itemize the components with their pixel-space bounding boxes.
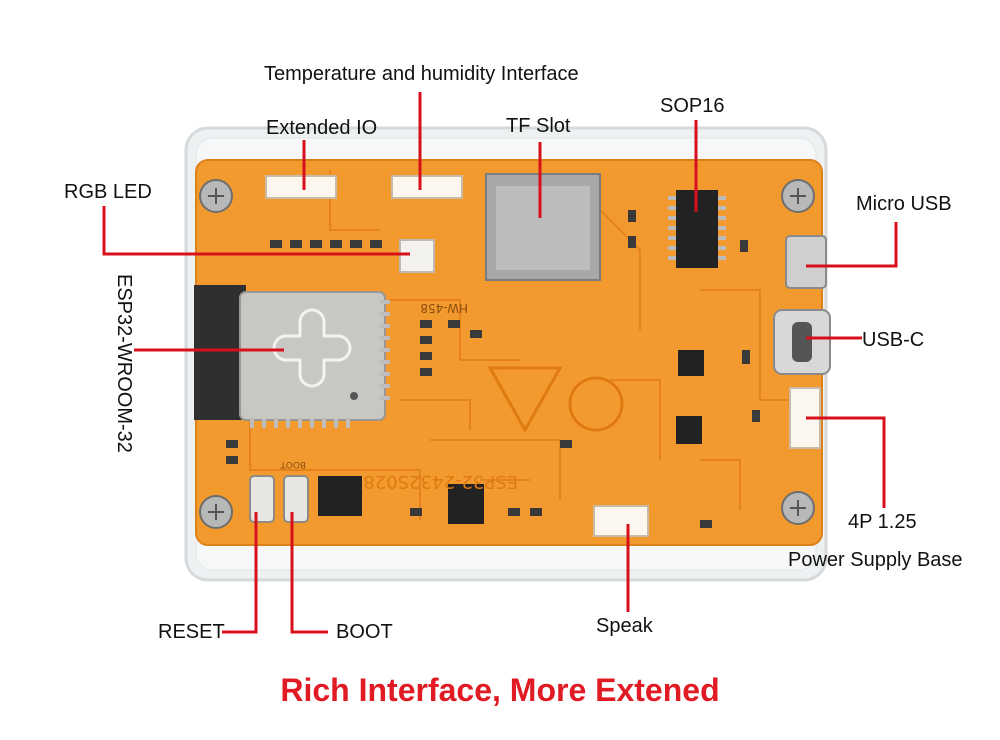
ic-chip-a (318, 476, 362, 516)
leader-boot (290, 512, 328, 634)
label-temp-humidity: Temperature and humidity Interface (264, 63, 579, 85)
rohs-circle-logo (568, 376, 624, 432)
esp32-dot (350, 392, 358, 400)
temp-humidity-connector (391, 175, 463, 199)
board-model-silkscreen: ESP32-2432S028 (363, 471, 518, 492)
ic-chip-b (448, 484, 484, 524)
leader-reset (222, 512, 258, 634)
label-boot: BOOT (336, 621, 393, 643)
label-sop16: SOP16 (660, 95, 725, 117)
extended-io-connector (265, 175, 337, 199)
micro-usb-port (785, 235, 827, 289)
sop16-pins (668, 196, 726, 260)
smd-components (226, 210, 760, 528)
boot-silkscreen: BOOT (280, 459, 306, 469)
leader-four-pin (806, 416, 886, 508)
label-speak: Speak (596, 615, 653, 637)
boot-button (283, 475, 309, 523)
label-four-pin: 4P 1.25 (848, 511, 917, 533)
tf-slot-inner (496, 186, 590, 270)
label-micro-usb: Micro USB (856, 193, 952, 215)
leader-micro-usb (806, 222, 898, 268)
reset-button (249, 475, 275, 523)
label-extended-io: Extended IO (266, 117, 378, 139)
esp32-logo (272, 308, 352, 388)
leader-lines (102, 92, 898, 634)
esp32-antenna-area (194, 285, 246, 420)
usb-c-tongue (792, 322, 812, 362)
case-screws (199, 179, 815, 529)
board-hw-silkscreen: HW-458 (420, 301, 468, 315)
rgb-led (399, 239, 435, 273)
label-reset: RESET (158, 621, 225, 643)
leader-rgb-led (102, 206, 410, 256)
esp32-pins (250, 300, 390, 428)
footer-slogan: Rich Interface, More Extened (280, 672, 720, 708)
ic-chip-c (678, 350, 704, 376)
speaker-connector (593, 505, 649, 537)
label-power-supply: Power Supply Base (788, 549, 963, 571)
pcb-traces (249, 170, 790, 520)
ic-chip-d (676, 416, 702, 444)
ce-triangle-logo (487, 366, 563, 434)
label-rgb-led: RGB LED (64, 181, 152, 203)
label-tf-slot: TF Slot (506, 115, 571, 137)
label-esp32: ESP32-WROOM-32 (113, 274, 135, 453)
label-usb-c: USB-C (862, 329, 925, 351)
